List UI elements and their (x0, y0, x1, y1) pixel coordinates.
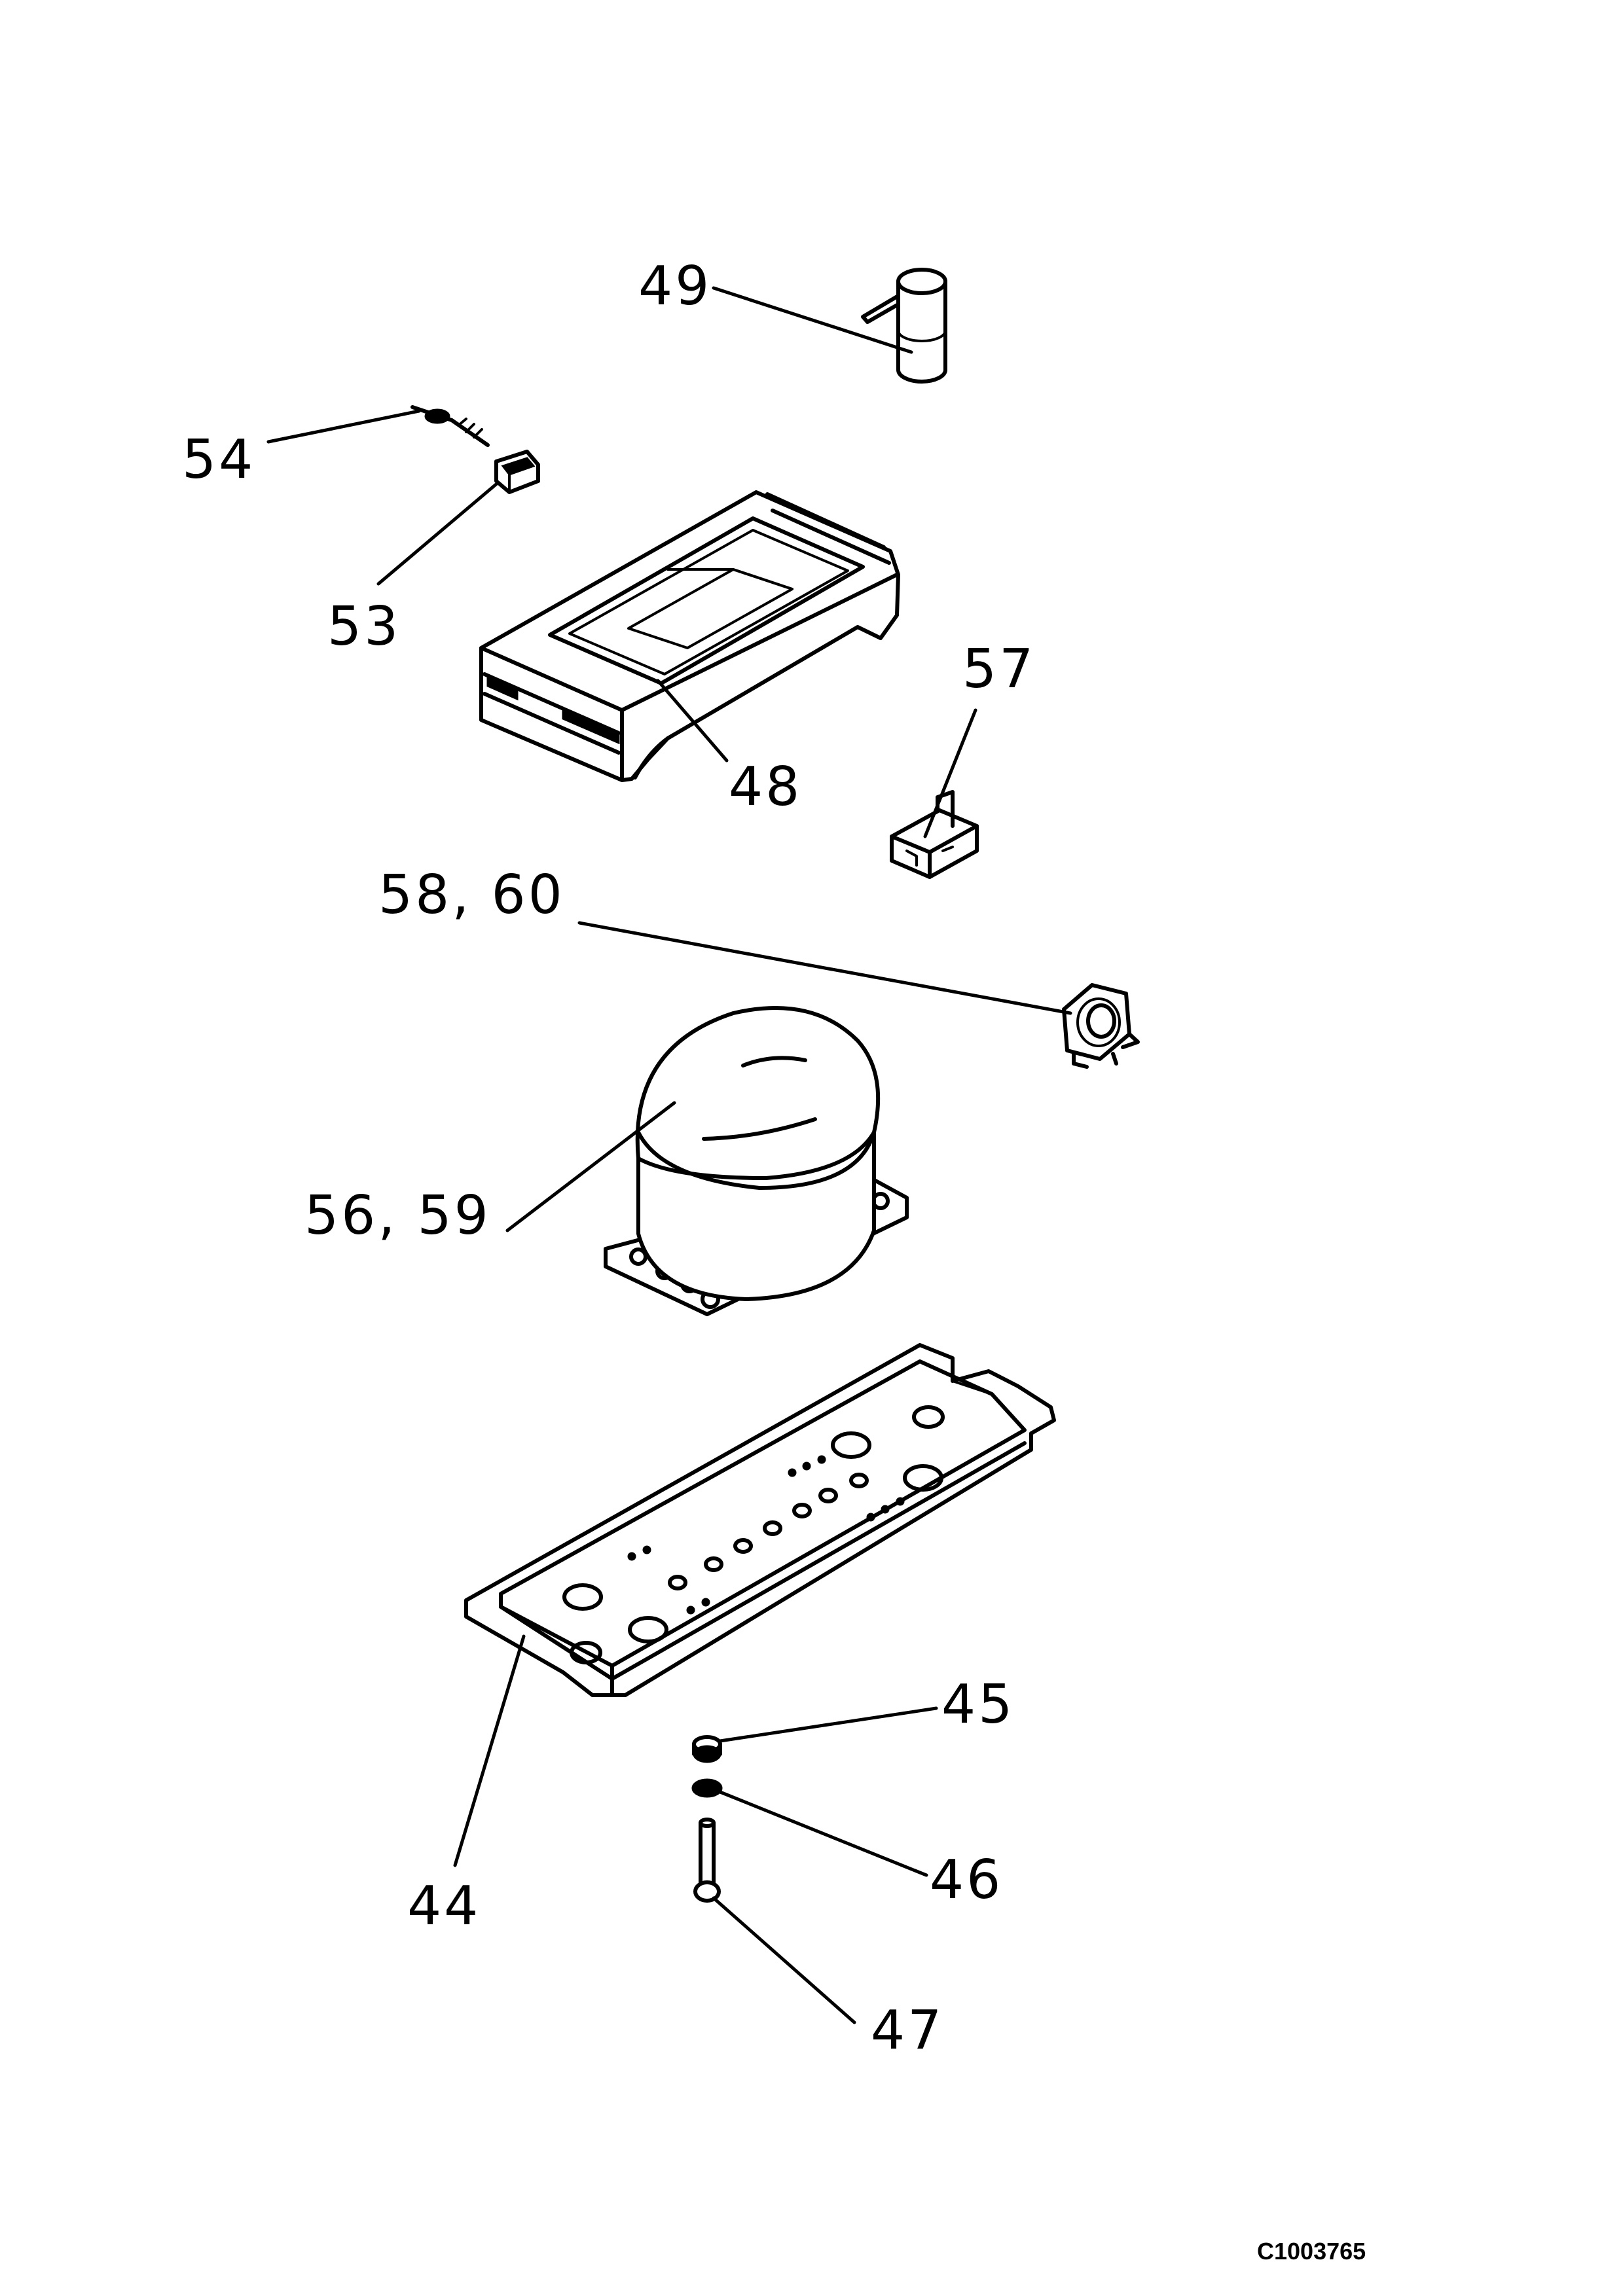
leader-49 (712, 286, 913, 354)
part-44-compressor-base-plate (464, 1343, 1056, 1697)
part-54-screw (410, 405, 490, 447)
leader-57 (923, 708, 977, 838)
part-48-evaporation-tray (479, 490, 900, 782)
part-label-49: 49 (638, 255, 712, 317)
leader-56-59 (505, 1101, 676, 1232)
part-47-bolt (693, 1818, 721, 1903)
part-label-48: 48 (729, 756, 802, 818)
part-label-57: 57 (962, 638, 1036, 700)
part-57-relay (890, 790, 979, 879)
drawing-code: C1003765 (1257, 2238, 1366, 2265)
part-label-46: 46 (930, 1849, 1003, 1911)
part-49-capacitor (861, 268, 947, 384)
part-label-45: 45 (941, 1674, 1015, 1736)
leader-54 (266, 409, 421, 444)
leader-53 (376, 481, 500, 586)
part-label-56-59: 56, 59 (304, 1185, 491, 1247)
leader-45 (718, 1706, 938, 1743)
leader-44 (453, 1634, 526, 1867)
leader-58-60 (577, 921, 1072, 1015)
part-56-59-compressor (604, 1006, 909, 1316)
leader-47 (712, 1896, 856, 2024)
part-label-47: 47 (871, 2000, 944, 2062)
leader-48 (656, 679, 729, 762)
leader-46 (718, 1790, 928, 1877)
part-58-60-overload-protector (1062, 983, 1140, 1069)
part-label-44: 44 (407, 1875, 481, 1937)
part-46-washer (691, 1778, 723, 1798)
part-53-clip (494, 450, 540, 494)
part-label-54: 54 (182, 429, 255, 491)
part-45-rubber-grommet (692, 1735, 722, 1763)
part-label-53: 53 (327, 596, 401, 658)
part-label-58-60: 58, 60 (378, 864, 565, 926)
